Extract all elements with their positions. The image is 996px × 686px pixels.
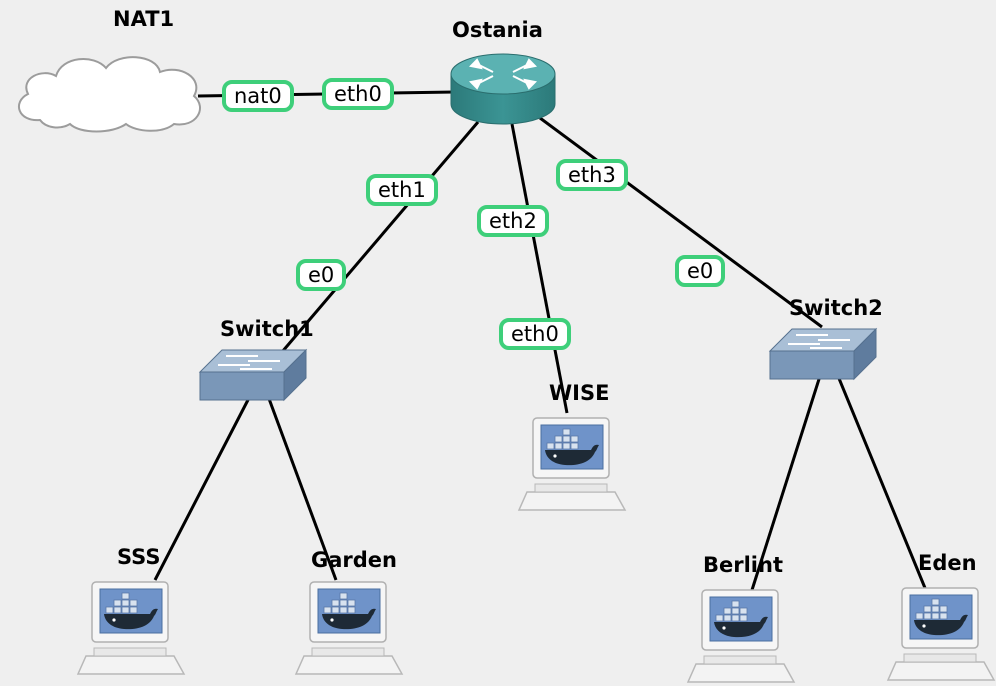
link-switch1-sss[interactable] [153, 395, 252, 581]
port-label-ostania-eth3[interactable]: eth3 [556, 159, 628, 191]
eden-label: Eden [918, 551, 977, 575]
sss-node[interactable] [76, 578, 186, 678]
link-switch2-berlint[interactable] [750, 375, 822, 591]
docker-host-icon [886, 587, 996, 681]
wise-label: WISE [549, 381, 610, 405]
docker-host-icon [686, 589, 796, 683]
garden-label: Garden [311, 548, 397, 572]
router-icon [450, 53, 556, 125]
switch-icon [768, 327, 878, 381]
link-switch2-eden[interactable] [836, 375, 927, 589]
sss-label: SSS [117, 545, 161, 569]
eden-node[interactable] [886, 584, 996, 684]
switch1-label: Switch1 [220, 317, 314, 341]
garden-node[interactable] [294, 578, 404, 678]
switch-icon [198, 348, 308, 402]
berlint-node[interactable] [686, 586, 796, 686]
link-switch1-garden[interactable] [266, 395, 338, 581]
link-ostania-wise[interactable] [510, 123, 569, 414]
port-label-ostania-eth1[interactable]: eth1 [366, 174, 438, 206]
wise-node[interactable] [517, 414, 627, 514]
docker-host-icon [76, 581, 186, 675]
docker-host-icon [294, 581, 404, 675]
port-label-nat0[interactable]: nat0 [222, 80, 294, 112]
port-label-ostania-eth0[interactable]: eth0 [322, 78, 394, 110]
switch1-node[interactable] [198, 348, 308, 402]
cloud-icon [17, 56, 201, 133]
switch2-node[interactable] [768, 327, 878, 381]
link-ostania-switch2[interactable] [539, 116, 823, 329]
switch2-label: Switch2 [789, 296, 883, 320]
port-label-switch1-e0[interactable]: e0 [296, 259, 347, 291]
ostania-node[interactable] [449, 52, 557, 128]
nat1-label: NAT1 [113, 7, 175, 31]
port-label-ostania-eth2[interactable]: eth2 [477, 205, 549, 237]
ostania-label: Ostania [452, 18, 543, 42]
docker-host-icon [517, 417, 627, 511]
berlint-label: Berlint [703, 553, 783, 577]
port-label-switch2-e0[interactable]: e0 [675, 255, 726, 287]
nat1-node[interactable] [10, 50, 206, 133]
link-ostania-switch1[interactable] [280, 121, 480, 353]
port-label-wise-eth0[interactable]: eth0 [499, 318, 571, 350]
